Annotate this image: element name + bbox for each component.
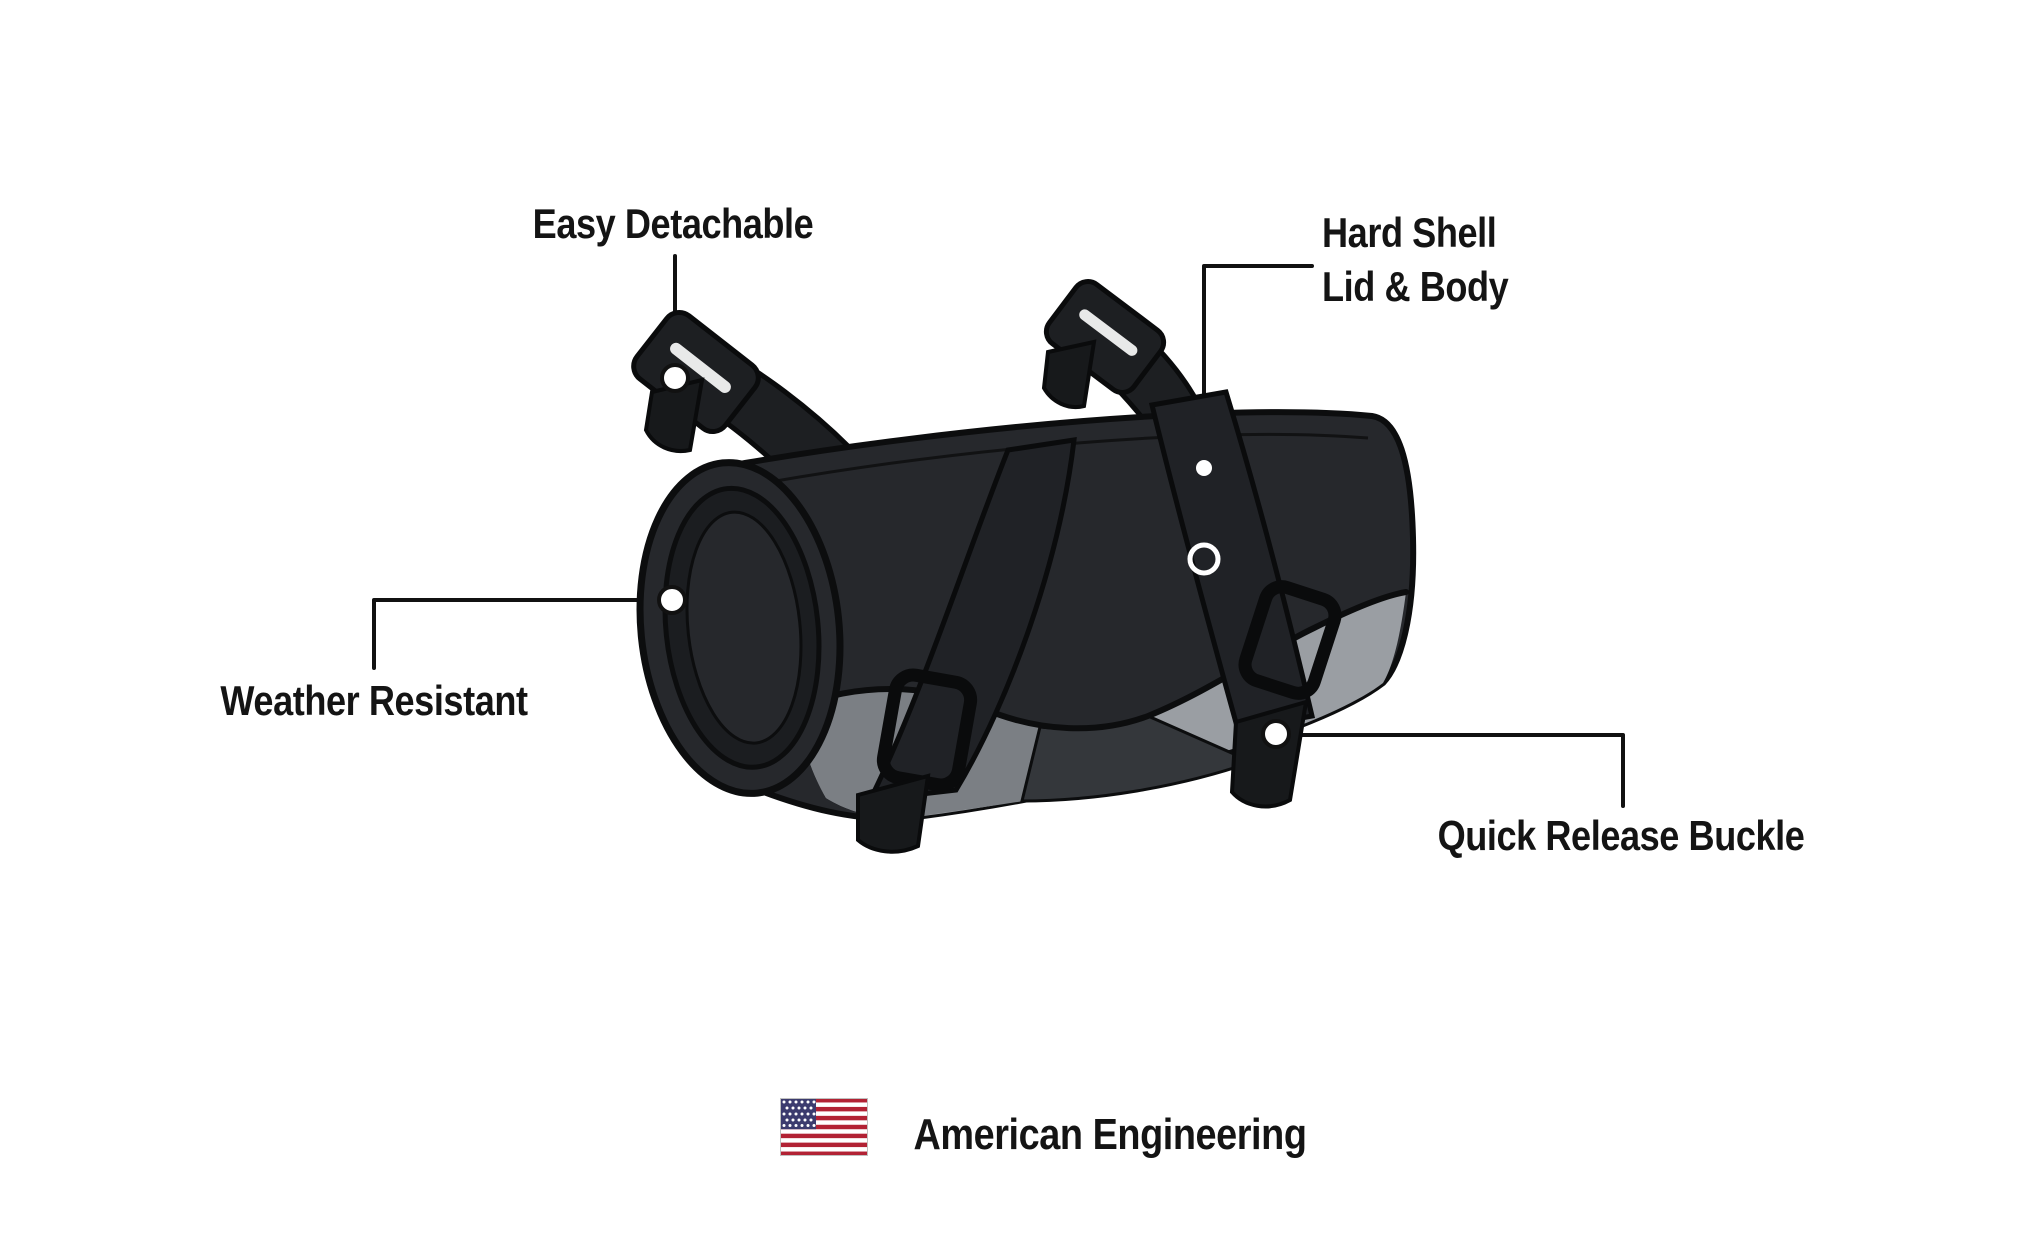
right-mount-strap-tail	[1041, 339, 1097, 409]
right-mount-buckle-slot	[1079, 309, 1138, 356]
bag-lid-top-seam	[769, 432, 1369, 484]
end-cap-center	[685, 510, 803, 745]
bag-end-cap	[636, 459, 844, 797]
flag-stars	[782, 1100, 816, 1127]
marker-hard-shell-dot	[1196, 460, 1212, 476]
callout-text-hard-shell-line1: Hard Shell	[1322, 209, 1497, 256]
right-strap-buckle	[1238, 580, 1342, 700]
callout-label-hard-shell: Hard Shell Lid & Body	[1322, 206, 1539, 314]
right-strap-band	[1148, 389, 1316, 733]
footer-tagline-text: American Engineering	[913, 1110, 1307, 1159]
callout-markers	[657, 363, 1291, 749]
flag-stripes	[780, 1098, 868, 1156]
leader-line-hard-shell	[1202, 264, 1314, 442]
callout-text-hard-shell-line2: Lid & Body	[1322, 263, 1509, 310]
left-mount-buckle-slot	[670, 342, 731, 393]
left-strap-tail	[856, 773, 931, 854]
callout-label-easy-detachable: Easy Detachable	[510, 200, 836, 248]
marker-weather-resistant	[657, 585, 687, 615]
marker-quick-release	[1261, 719, 1291, 749]
callout-label-weather-resistant: Weather Resistant	[195, 677, 552, 725]
leader-line-quick-release	[1288, 733, 1625, 808]
leader-line-weather-resistant	[372, 598, 660, 670]
left-mount-strap-tail	[643, 377, 705, 453]
footer-tagline: American Engineering	[881, 1112, 1338, 1158]
us-flag-icon	[780, 1098, 868, 1156]
marker-hard-shell	[1187, 542, 1221, 576]
marker-easy-detachable	[660, 363, 690, 393]
callout-text-quick-release: Quick Release Buckle	[1437, 812, 1805, 859]
callout-label-quick-release: Quick Release Buckle	[1408, 812, 1835, 860]
flag-canton	[780, 1098, 816, 1130]
callout-text-easy-detachable: Easy Detachable	[532, 200, 814, 247]
callout-text-weather-resistant: Weather Resistant	[220, 677, 528, 724]
bag-body	[741, 409, 1417, 822]
left-strap	[856, 437, 1077, 854]
left-strap-band	[865, 437, 1077, 804]
